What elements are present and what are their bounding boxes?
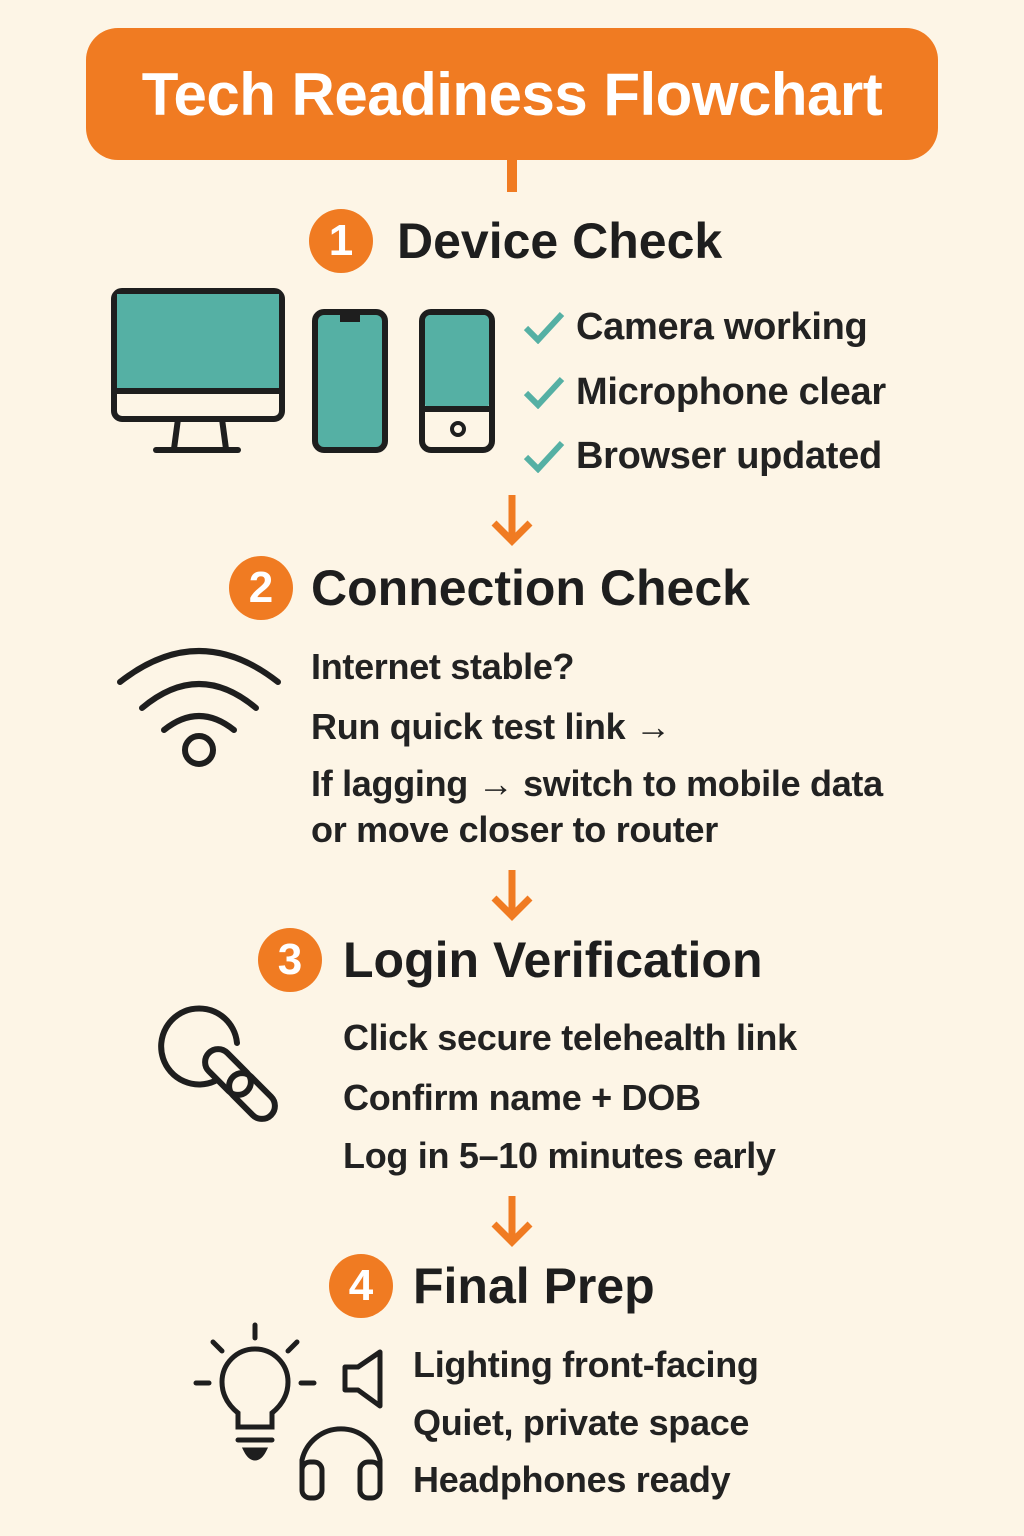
check-icon	[523, 376, 565, 409]
final-prep-item: Quiet, private space	[413, 1402, 750, 1443]
connector-line	[507, 160, 517, 192]
mobile-phone-home-button-icon	[419, 309, 495, 453]
headphones-icon	[299, 1426, 383, 1501]
login-item: Log in 5–10 minutes early	[343, 1135, 776, 1176]
lightbulb-icon	[193, 1322, 317, 1461]
link-icon	[158, 1005, 278, 1122]
step-3-heading: Login Verification	[343, 932, 763, 988]
smartphone-icon	[312, 309, 388, 453]
connection-item: If lagging → switch to mobile data	[311, 763, 883, 804]
step-1-number-badge: 1	[309, 209, 373, 273]
login-item: Confirm name + DOB	[343, 1077, 701, 1118]
desktop-monitor-icon	[111, 288, 285, 453]
step-2-number-badge: 2	[229, 556, 293, 620]
arrow-down-icon	[491, 495, 533, 546]
connection-item: Run quick test link →	[311, 706, 671, 747]
final-prep-item: Lighting front-facing	[413, 1344, 759, 1385]
login-item: Click secure telehealth link	[343, 1017, 797, 1058]
connection-item: or move closer to router	[311, 809, 718, 850]
devices-icon-group	[111, 288, 495, 453]
check-icon	[523, 440, 565, 473]
step-4-number-badge: 4	[329, 1254, 393, 1318]
title-banner: Tech Readiness Flowchart	[86, 28, 938, 160]
checklist-item: Microphone clear	[576, 371, 886, 413]
arrow-down-icon	[491, 870, 533, 921]
step-3-number-badge: 3	[258, 928, 322, 992]
step-4-heading: Final Prep	[413, 1258, 655, 1314]
step-2-heading: Connection Check	[311, 560, 750, 616]
connection-item: Internet stable?	[311, 646, 575, 687]
final-prep-icon-group	[193, 1322, 383, 1501]
speaker-icon	[342, 1349, 383, 1409]
step-1-heading: Device Check	[397, 213, 723, 269]
page-title: Tech Readiness Flowchart	[141, 60, 883, 128]
arrow-down-icon	[491, 1196, 533, 1247]
final-prep-item: Headphones ready	[413, 1459, 731, 1500]
checklist-item: Camera working	[576, 306, 868, 348]
check-icon	[523, 311, 565, 344]
checklist-item: Browser updated	[576, 435, 882, 477]
wifi-icon	[117, 648, 281, 767]
